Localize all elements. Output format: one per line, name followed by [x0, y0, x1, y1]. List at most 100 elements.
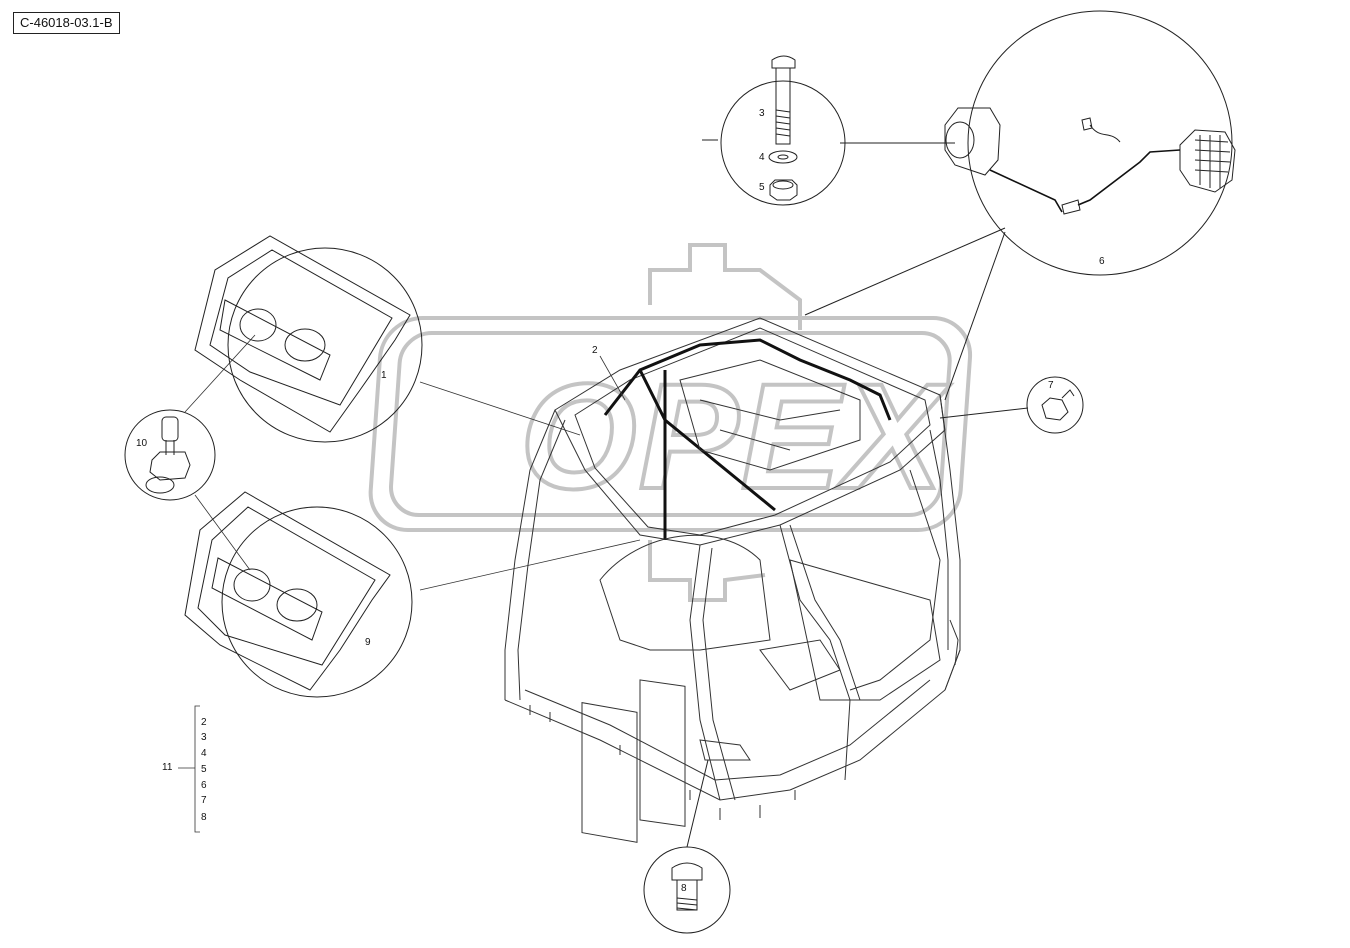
part-6-circle	[967, 10, 1233, 276]
part-6-light-left	[944, 107, 1001, 176]
part-6-detail	[804, 10, 1236, 401]
part-8-plug-thread	[676, 897, 698, 911]
part-9-lamp-right	[276, 588, 318, 622]
part-9-leader	[419, 539, 641, 591]
part-7-detail	[939, 376, 1084, 434]
cab-arch	[599, 534, 771, 651]
cab-roof-inner	[574, 327, 931, 536]
part-8-leader	[686, 759, 709, 848]
cab-frame	[504, 317, 961, 843]
cab-side-window	[789, 559, 941, 701]
part-5-nut	[769, 179, 798, 201]
kit-item: 7	[201, 795, 207, 806]
part-3-bolt-head	[771, 55, 796, 69]
kit-item: 8	[201, 812, 207, 823]
part-7-circle	[1026, 376, 1084, 434]
callout-10: 10	[136, 438, 148, 449]
part-1-housing-inner	[209, 249, 393, 406]
kit-item: 5	[201, 764, 207, 775]
part-9-lamp-left	[233, 568, 271, 602]
callout-11: 11	[162, 762, 173, 773]
part-4-washer-hole	[777, 154, 789, 160]
kit-item: 6	[201, 780, 207, 791]
cab-floor-plate	[699, 639, 841, 761]
part-1-detail	[194, 235, 423, 443]
part-10-leader-a	[184, 334, 256, 413]
cab-floor	[504, 649, 961, 801]
kit-bracket-line	[194, 705, 200, 833]
part-9-circle	[221, 506, 413, 698]
part-1-housing	[194, 235, 411, 433]
callout-2: 2	[592, 345, 598, 356]
callout-4: 4	[759, 152, 765, 163]
cab-floor-inner	[524, 679, 931, 781]
part-5-nut-top	[772, 180, 794, 190]
kit-bracket	[178, 705, 200, 833]
part-1-lamp-recess	[219, 299, 331, 381]
fastener-detail	[702, 55, 955, 206]
part-6-light-right-grid	[1194, 135, 1231, 188]
part-9-housing-inner	[197, 506, 376, 666]
part-6-light-right	[1179, 129, 1236, 193]
part-7-switch-body	[1041, 397, 1069, 421]
part-9-lamp-recess	[211, 557, 323, 641]
cab-right-handle	[949, 619, 959, 666]
cab-door-frame	[849, 469, 941, 691]
callout-7: 7	[1048, 380, 1054, 391]
part-9-detail	[184, 491, 413, 698]
callout-1: 1	[381, 370, 387, 381]
part-7-switch-lever	[1061, 389, 1075, 399]
part-8-detail	[643, 759, 731, 934]
part-6-connector	[1061, 199, 1081, 215]
part-6-switch	[1081, 117, 1121, 143]
part-10-socket	[145, 476, 175, 494]
watermark-gear-lower	[648, 540, 766, 602]
cab-front-right-post	[689, 544, 736, 801]
leader-lines	[184, 334, 641, 591]
part-6-leader-a	[804, 227, 1006, 316]
part-1-leader	[419, 381, 581, 436]
part-10-circle	[124, 409, 216, 501]
kit-item: 3	[201, 732, 207, 743]
part-10-bulb-filament	[165, 440, 175, 455]
cab-roof	[554, 317, 946, 546]
part-8-circle	[643, 846, 731, 934]
part-6-harness-left	[989, 169, 1063, 213]
watermark-gear	[648, 243, 802, 330]
part-4-washer	[768, 150, 798, 164]
cab-center-panel	[639, 679, 686, 827]
fastener-circle	[720, 80, 846, 206]
watermark-frame-outer	[368, 316, 973, 532]
part-7-leader	[939, 407, 1029, 419]
watermark-text: OPEX	[520, 352, 951, 520]
part-2-leader	[599, 355, 626, 401]
cab-front-left-post	[504, 409, 566, 701]
callout-6: 6	[1099, 256, 1105, 267]
cab-rear-panel	[581, 702, 638, 843]
part-3-bolt-shank	[775, 67, 791, 145]
part-10-bulb-glass	[161, 416, 179, 442]
cab-feet	[529, 705, 796, 820]
part-1-lamp-left	[239, 308, 277, 342]
part-8-plug-body	[676, 879, 698, 911]
kit-item: 4	[201, 748, 207, 759]
part-6-leader-b	[944, 231, 1006, 401]
part-6-light-left-lens	[945, 121, 975, 159]
part-10-bulb-base	[149, 451, 191, 481]
roof-harness	[603, 338, 892, 540]
callout-5: 5	[759, 182, 765, 193]
callout-8: 8	[681, 883, 687, 894]
part-1-lamp-right	[284, 328, 326, 362]
part-10-leader-b	[194, 494, 251, 571]
document-code: C-46018-03.1-B	[13, 12, 120, 34]
part-6-harness-right	[1077, 149, 1181, 206]
part-1-circle	[227, 247, 423, 443]
kit-item: 2	[201, 717, 207, 728]
part-9-housing	[184, 491, 391, 691]
callout-9: 9	[365, 637, 371, 648]
roof-panel-grid	[679, 359, 861, 471]
cab-rear-mid-post	[779, 524, 861, 781]
part-8-plug-cap	[671, 862, 703, 881]
